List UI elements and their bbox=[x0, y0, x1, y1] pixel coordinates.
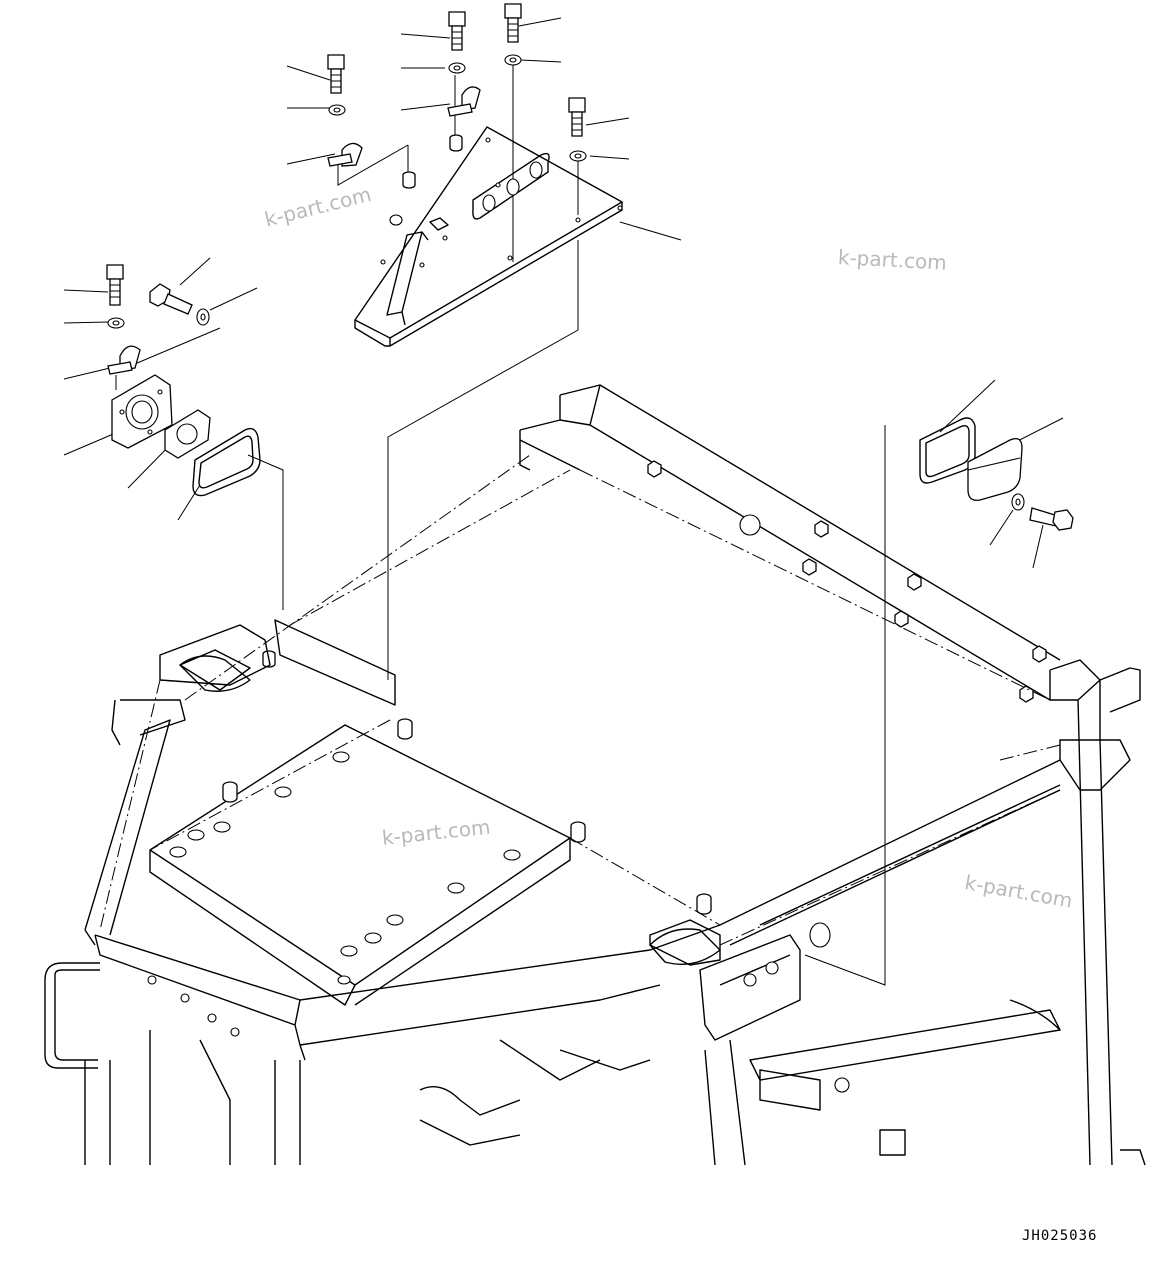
corner-cover bbox=[179, 655, 721, 965]
cab-frame bbox=[44, 384, 1146, 1166]
left-beam bbox=[84, 699, 186, 946]
drawing-id: JH025036 bbox=[1022, 1228, 1098, 1244]
spacers bbox=[222, 650, 712, 915]
rear-beam bbox=[519, 384, 1061, 701]
bolt bbox=[448, 11, 466, 51]
fasteners-top bbox=[327, 3, 587, 167]
front-right-corner bbox=[649, 919, 801, 1166]
right-bracket bbox=[1099, 667, 1141, 713]
angle-bracket bbox=[386, 231, 429, 326]
right-post bbox=[1049, 659, 1146, 1166]
bolt bbox=[106, 264, 124, 306]
left-handrail bbox=[44, 962, 100, 1069]
bolt bbox=[327, 54, 345, 94]
rear-beam-studs bbox=[647, 460, 1047, 703]
left-subassembly bbox=[106, 264, 261, 497]
clamp bbox=[107, 345, 141, 375]
clamp bbox=[447, 86, 481, 117]
seal-ring bbox=[192, 427, 261, 497]
right-beam bbox=[719, 759, 1061, 946]
right-subassembly bbox=[919, 417, 1074, 531]
oval-window-plate bbox=[472, 152, 550, 220]
mounting-plate bbox=[354, 126, 623, 347]
post-holes bbox=[147, 514, 850, 1093]
roof-plate bbox=[149, 724, 571, 1006]
bolt bbox=[504, 3, 522, 43]
leader-lines bbox=[63, 17, 1064, 986]
cover-plate bbox=[967, 437, 1023, 501]
bolt bbox=[568, 97, 586, 137]
front-beam bbox=[94, 924, 721, 1061]
angled-bolt bbox=[149, 283, 193, 315]
seal-ring bbox=[919, 417, 976, 484]
roof-plate-bolts bbox=[169, 751, 521, 985]
assembly-lines bbox=[99, 454, 1061, 946]
angled-bolt bbox=[1029, 507, 1074, 531]
clamp bbox=[327, 142, 363, 167]
cab-lower bbox=[84, 999, 1061, 1165]
